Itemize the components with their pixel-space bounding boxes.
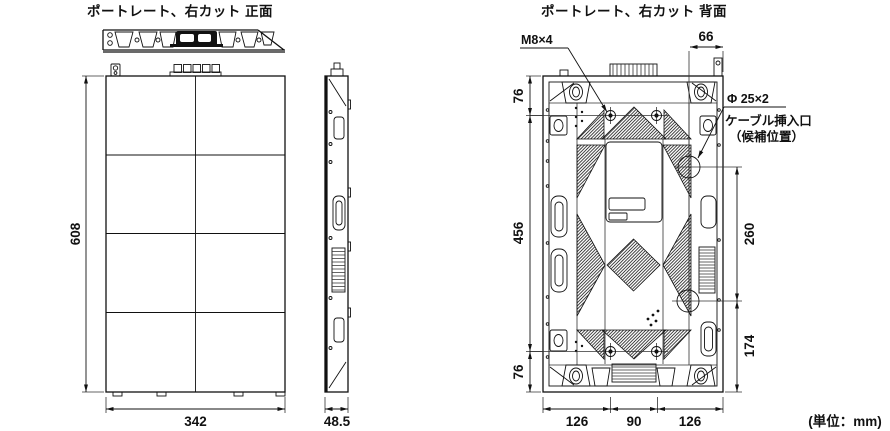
dim-76-bottom: 76 [511,364,526,380]
dim-back-left-chain: 76 456 76 [511,75,543,393]
back-view [530,51,742,393]
unit-note: (単位：mm) [808,413,882,429]
back-view-title: ポートレート、右カット 背面 [541,3,727,19]
dim-90: 90 [626,414,641,429]
cable-entry-holes [672,51,742,313]
dim-front-width: 342 [105,397,286,429]
back-right-column [698,108,721,357]
dim-126-left: 126 [566,414,589,429]
dim-342: 342 [184,414,207,429]
side-ribbed-block [331,247,346,293]
dim-608: 608 [68,222,83,245]
callout-m8: M8×4 [520,33,608,113]
back-drill-dots [574,106,660,353]
m8-bolt-holes [530,107,668,360]
dim-front-height: 608 [68,75,104,393]
dim-260: 260 [742,223,757,246]
back-ribbed-block [698,246,716,294]
side-view [324,62,351,393]
callout-cable-entry: Φ 25×2 ケーブル挿入口 （候補位置） [697,92,812,159]
front-view [105,63,286,397]
dim-66: 66 [698,29,714,44]
dim-126-right: 126 [679,414,702,429]
front-view-title: ポートレート、右カット 正面 [87,3,273,19]
dim-back-top-66: 66 [690,29,724,72]
cable-label-line2: （候補位置） [729,129,804,144]
dim-side-depth: 48.5 [324,397,351,429]
back-center-module [605,141,663,383]
dim-76-top: 76 [511,88,526,104]
dim-456: 456 [511,221,526,244]
m8-label: M8×4 [521,33,553,47]
dim-back-right-chain: 260 174 [725,167,757,393]
back-left-column [545,108,568,359]
front-top-connector [169,64,222,77]
back-hatch-pattern [576,106,692,361]
back-corner-handles [561,81,716,387]
cable-dia-label: Φ 25×2 [727,92,769,106]
front-top-latch [110,63,121,77]
dim-48-5: 48.5 [324,414,351,429]
dim-174: 174 [742,334,757,357]
back-top-right-latch [713,57,723,77]
back-top-connector [609,63,658,77]
front-top-profile-view [102,29,285,53]
cable-label-line1: ケーブル挿入口 [725,113,812,128]
dim-back-bottom-chain: 126 90 126 [542,397,724,429]
